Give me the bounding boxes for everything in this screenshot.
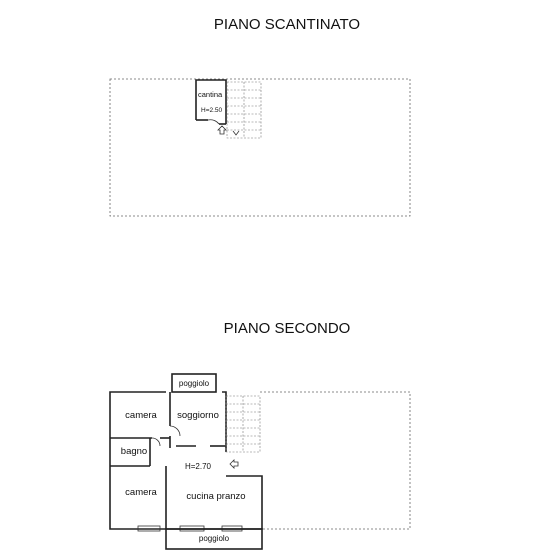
stair-up-arrow-icon	[217, 125, 227, 135]
staircase-basement	[226, 81, 262, 139]
room-cucina-label: cucina pranzo	[186, 491, 245, 502]
room-camera-bottom-label: camera	[125, 487, 157, 498]
second-floor-plan: poggiolo po	[109, 373, 411, 550]
room-bagno-label: bagno	[121, 446, 147, 457]
second-floor-height-label: H=2.70	[185, 462, 212, 471]
door-swing-icon	[169, 425, 181, 437]
second-floor-footprint-outline	[260, 391, 411, 530]
second-floor-title: PIANO SECONDO	[224, 320, 351, 337]
balcony-top: poggiolo	[171, 373, 217, 393]
balcony-bottom-label: poggiolo	[199, 534, 230, 543]
basement-height-label: H=2.50	[201, 107, 223, 114]
door-swing-icon	[207, 119, 220, 125]
basement-plan: cantina H=2.50	[109, 78, 411, 217]
interior-walls	[110, 392, 226, 529]
cantina-room: cantina H=2.50	[195, 79, 227, 135]
entry-arrow-icon	[229, 459, 239, 469]
balcony-bottom: poggiolo	[165, 528, 263, 550]
basement-title: PIANO SCANTINATO	[214, 16, 360, 33]
basement-footprint-outline	[109, 78, 411, 217]
staircase-second-floor	[225, 395, 261, 469]
cantina-label: cantina	[198, 90, 223, 99]
balcony-top-label: poggiolo	[179, 379, 210, 388]
room-soggiorno-label: soggiorno	[177, 410, 219, 421]
door-swing-icon	[151, 437, 161, 447]
room-camera-top-label: camera	[125, 410, 157, 421]
